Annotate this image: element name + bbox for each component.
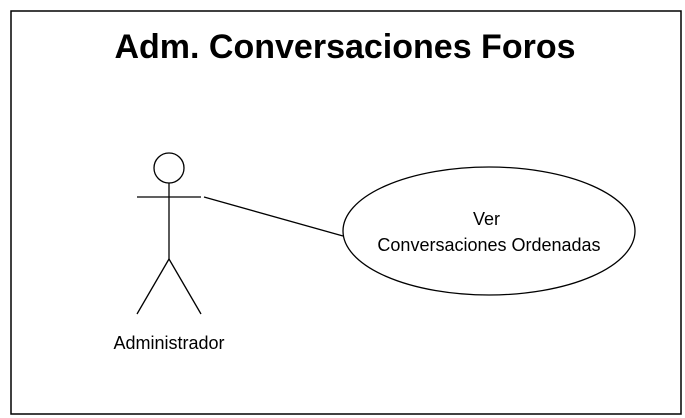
actor-figure xyxy=(136,152,202,315)
use-case-label: Ver Conversaciones Ordenadas xyxy=(377,209,600,255)
actor-left-leg xyxy=(136,258,170,315)
actor-name: Administrador xyxy=(113,333,224,353)
diagram-title: Adm. Conversaciones Foros xyxy=(114,28,575,66)
use-case-ellipse xyxy=(342,166,636,296)
use-case-label-line-2: Conversaciones Ordenadas xyxy=(377,235,600,255)
actor-right-leg xyxy=(168,258,202,315)
association-line xyxy=(203,196,344,237)
use-case-label-line-1: Ver xyxy=(473,209,500,229)
